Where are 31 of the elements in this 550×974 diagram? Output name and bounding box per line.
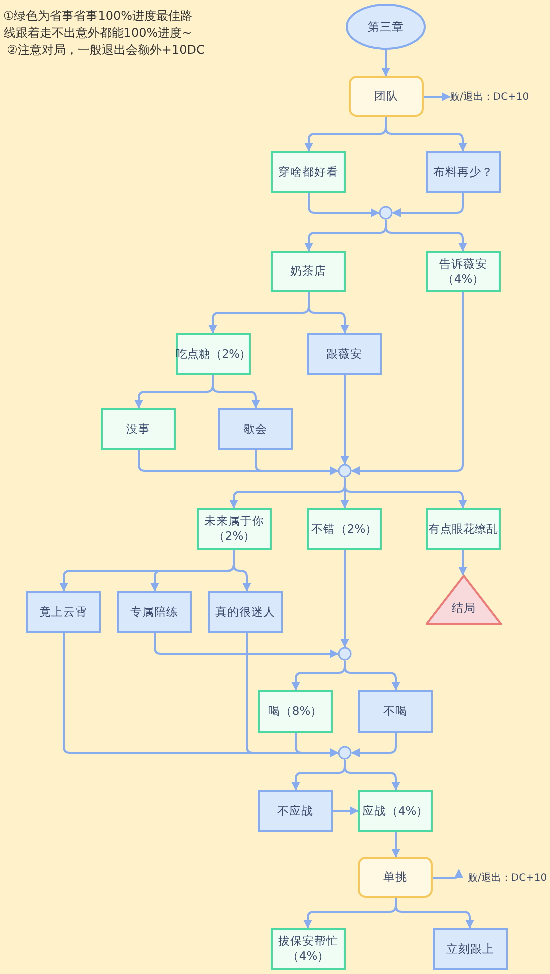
rounded-box: 单挑 — [358, 857, 433, 898]
process-box: 告诉薇安（4%） — [426, 251, 501, 292]
note-text: ①绿色为省事省事100%进度最佳路线跟着走不出意外都能100%进度~ — [2, 8, 194, 42]
process-box: 不应战 — [258, 790, 333, 832]
process-box: 专属陪练 — [117, 591, 192, 633]
result-text: 败/退出：DC+10 — [468, 870, 550, 886]
junction-circle — [338, 746, 352, 760]
junction-circle — [338, 647, 352, 661]
process-box: 奶茶店 — [271, 251, 346, 292]
result-text: 败/退出：DC+10 — [450, 89, 530, 105]
start-ellipse: 第三章 — [346, 4, 426, 50]
process-box: 布料再少？ — [426, 151, 501, 193]
process-box: 拔保安帮忙（4%） — [271, 928, 346, 970]
junction-circle — [379, 206, 393, 220]
process-box: 喝（8%） — [258, 690, 333, 733]
process-box: 穿啥都好看 — [271, 151, 346, 193]
end-triangle: 结局 — [426, 575, 502, 625]
note-text: ②注意对局，一般退出会额外+10DC — [6, 42, 206, 59]
process-box: 跟薇安 — [307, 333, 382, 375]
rounded-box: 团队 — [349, 76, 424, 117]
process-box: 竟上云霄 — [26, 591, 101, 633]
process-box: 不喝 — [358, 690, 433, 733]
process-box: 立刻跟上 — [433, 928, 508, 970]
process-box: 应战（4%） — [358, 790, 433, 832]
process-box: 没事 — [101, 408, 176, 450]
process-box: 不错（2%） — [307, 508, 382, 550]
process-box: 有点眼花缭乱 — [426, 508, 501, 550]
junction-circle — [338, 464, 352, 478]
process-box: 真的很迷人 — [208, 591, 283, 633]
process-box: 歇会 — [218, 408, 293, 450]
process-box: 未来属于你（2%） — [197, 508, 272, 550]
